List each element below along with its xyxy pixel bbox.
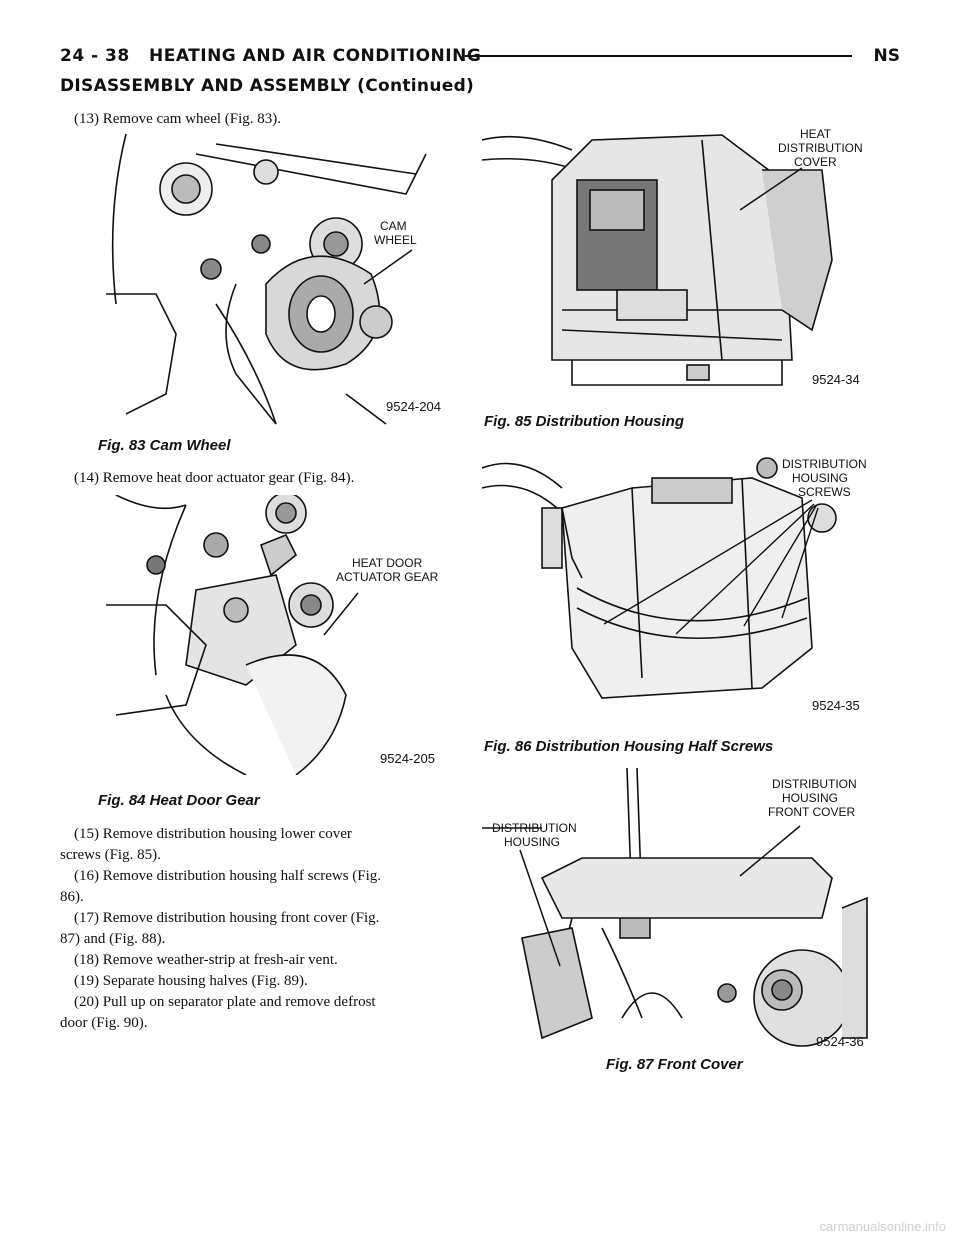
step-14: (14) Remove heat door actuator gear (Fig…: [74, 470, 355, 486]
figure-86-caption: Fig. 86 Distribution Housing Half Screws: [484, 738, 774, 755]
step-17-line1: (17) Remove distribution housing front c…: [74, 910, 380, 926]
step-15-line1: (15) Remove distribution housing lower c…: [74, 826, 352, 842]
step-13: (13) Remove cam wheel (Fig. 83).: [74, 111, 282, 127]
page-number-chapter: 24 - 38 HEATING AND AIR CONDITIONING: [60, 46, 482, 66]
figure-83-cam-wheel: CAM WHEEL 9524-204: [96, 134, 446, 430]
svg-text:9524-34: 9524-34: [812, 372, 860, 387]
svg-text:FRONT COVER: FRONT COVER: [768, 805, 855, 819]
section-title: DISASSEMBLY AND ASSEMBLY (Continued): [60, 76, 475, 96]
header-rule: [465, 55, 852, 57]
svg-text:SCREWS: SCREWS: [798, 485, 851, 499]
step-17-line2: 87) and (Fig. 88).: [60, 931, 166, 947]
step-18: (18) Remove weather-strip at fresh-air v…: [74, 952, 338, 968]
figure-87-front-cover: DISTRIBUTION HOUSING DISTRIBUTION HOUSIN…: [482, 768, 872, 1050]
svg-text:HOUSING: HOUSING: [504, 835, 560, 849]
svg-text:CAM: CAM: [380, 219, 407, 233]
svg-text:HOUSING: HOUSING: [782, 791, 838, 805]
figure-87-caption: Fig. 87 Front Cover: [606, 1056, 743, 1073]
figure-86-distribution-housing-half-screws: DISTRIBUTION HOUSING SCREWS 9524-35: [482, 448, 872, 728]
step-20-line1: (20) Pull up on separator plate and remo…: [74, 994, 376, 1010]
svg-text:9524-35: 9524-35: [812, 698, 860, 713]
svg-text:HEAT: HEAT: [800, 127, 832, 141]
svg-text:HOUSING: HOUSING: [792, 471, 848, 485]
svg-text:9524-204: 9524-204: [386, 399, 441, 414]
svg-text:DISTRIBUTION: DISTRIBUTION: [782, 457, 867, 471]
svg-text:COVER: COVER: [794, 155, 837, 169]
svg-text:DISTRIBUTION: DISTRIBUTION: [778, 141, 863, 155]
step-15-line2: screws (Fig. 85).: [60, 847, 161, 863]
step-16-line2: 86).: [60, 889, 84, 905]
figure-85-caption: Fig. 85 Distribution Housing: [484, 413, 684, 430]
svg-text:9524-205: 9524-205: [380, 751, 435, 766]
step-20-line2: door (Fig. 90).: [60, 1015, 148, 1031]
svg-text:ACTUATOR GEAR: ACTUATOR GEAR: [336, 570, 439, 584]
svg-text:HEAT DOOR: HEAT DOOR: [352, 556, 423, 570]
svg-text:9524-36: 9524-36: [816, 1034, 864, 1049]
figure-84-caption: Fig. 84 Heat Door Gear: [98, 792, 260, 809]
model-code: NS: [873, 46, 900, 66]
figure-85-distribution-housing: HEAT DISTRIBUTION COVER 9524-34: [482, 110, 872, 400]
watermark: carmanualsonline.info: [819, 1219, 946, 1234]
step-16-line1: (16) Remove distribution housing half sc…: [74, 868, 382, 884]
page-header: 24 - 38 HEATING AND AIR CONDITIONING NS: [60, 46, 900, 70]
figure-83-caption: Fig. 83 Cam Wheel: [98, 437, 231, 454]
svg-text:WHEEL: WHEEL: [374, 233, 417, 247]
step-19: (19) Separate housing halves (Fig. 89).: [74, 973, 308, 989]
svg-text:DISTRIBUTION: DISTRIBUTION: [492, 821, 577, 835]
svg-text:DISTRIBUTION: DISTRIBUTION: [772, 777, 857, 791]
figure-84-heat-door-gear: HEAT DOOR ACTUATOR GEAR 9524-205: [96, 495, 446, 775]
